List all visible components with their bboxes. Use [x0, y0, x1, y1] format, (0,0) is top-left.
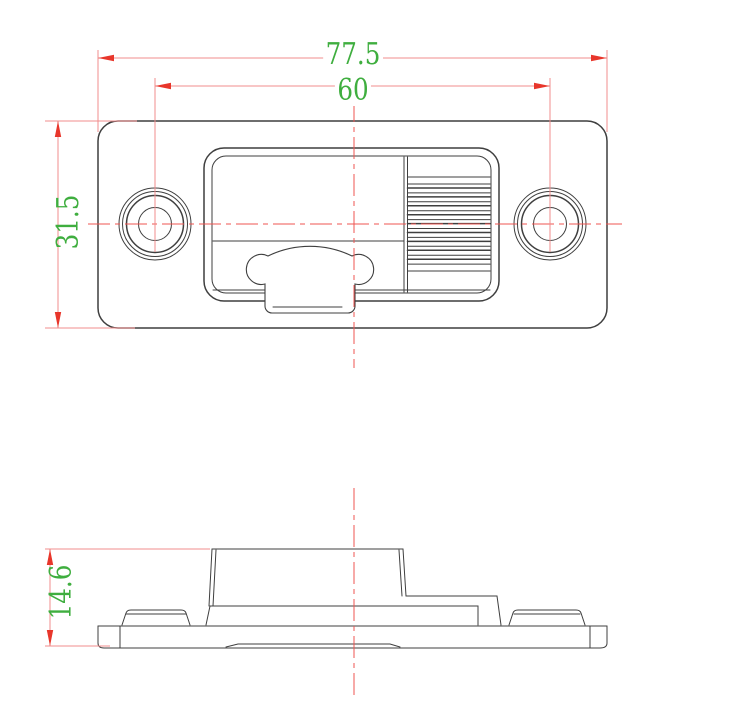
base-plate-profile: [97, 625, 608, 649]
dimension-label-side-height: 14.6: [44, 564, 79, 620]
ribbed-grip-area: [406, 176, 491, 272]
latch-button-outline: [245, 245, 375, 314]
base-bottom-groove: [225, 643, 401, 648]
foot-left: [121, 609, 191, 626]
dimension-arrowheads: [46, 54, 607, 646]
housing-profile: [208, 548, 407, 607]
foot-right: [508, 609, 586, 626]
latch-button: [245, 245, 375, 314]
side-ledge-profile: [405, 595, 502, 626]
dimension-label-overall-width: 77.5: [323, 40, 383, 70]
dimension-label-overall-height: 31.5: [51, 194, 86, 250]
dimension-label-hole-spacing: 60: [334, 76, 372, 106]
dimension-annotations: [45, 50, 622, 695]
side-view: [97, 548, 608, 649]
pedestal-profile: [205, 605, 479, 626]
